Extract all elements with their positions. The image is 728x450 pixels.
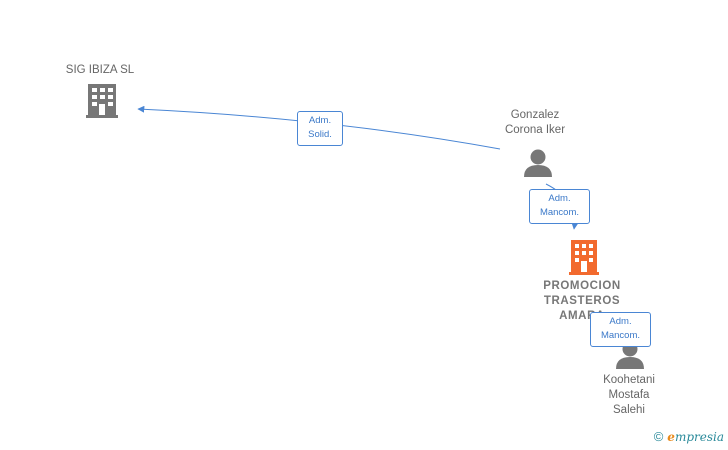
building-icon	[86, 84, 118, 118]
footer-brand: © empresia	[654, 429, 724, 444]
company-name-sig-ibiza[interactable]: SIG IBIZA SL	[65, 64, 135, 76]
person-name-gonzalez[interactable]: Gonzalez Corona Iker	[504, 109, 566, 136]
brand-logo[interactable]: empresia	[667, 429, 724, 444]
edge-label-adm-solid[interactable]: Adm. Solid.	[297, 111, 343, 146]
person-name-koohetani[interactable]: Koohetani Mostafa Salehi	[603, 374, 655, 416]
person-icon	[524, 149, 552, 177]
building-icon	[569, 240, 599, 275]
edge-label-adm-mancom[interactable]: Adm. Mancom.	[529, 189, 590, 224]
copyright-icon: ©	[653, 429, 664, 444]
edge-label-adm-mancom[interactable]: Adm. Mancom.	[590, 312, 651, 347]
